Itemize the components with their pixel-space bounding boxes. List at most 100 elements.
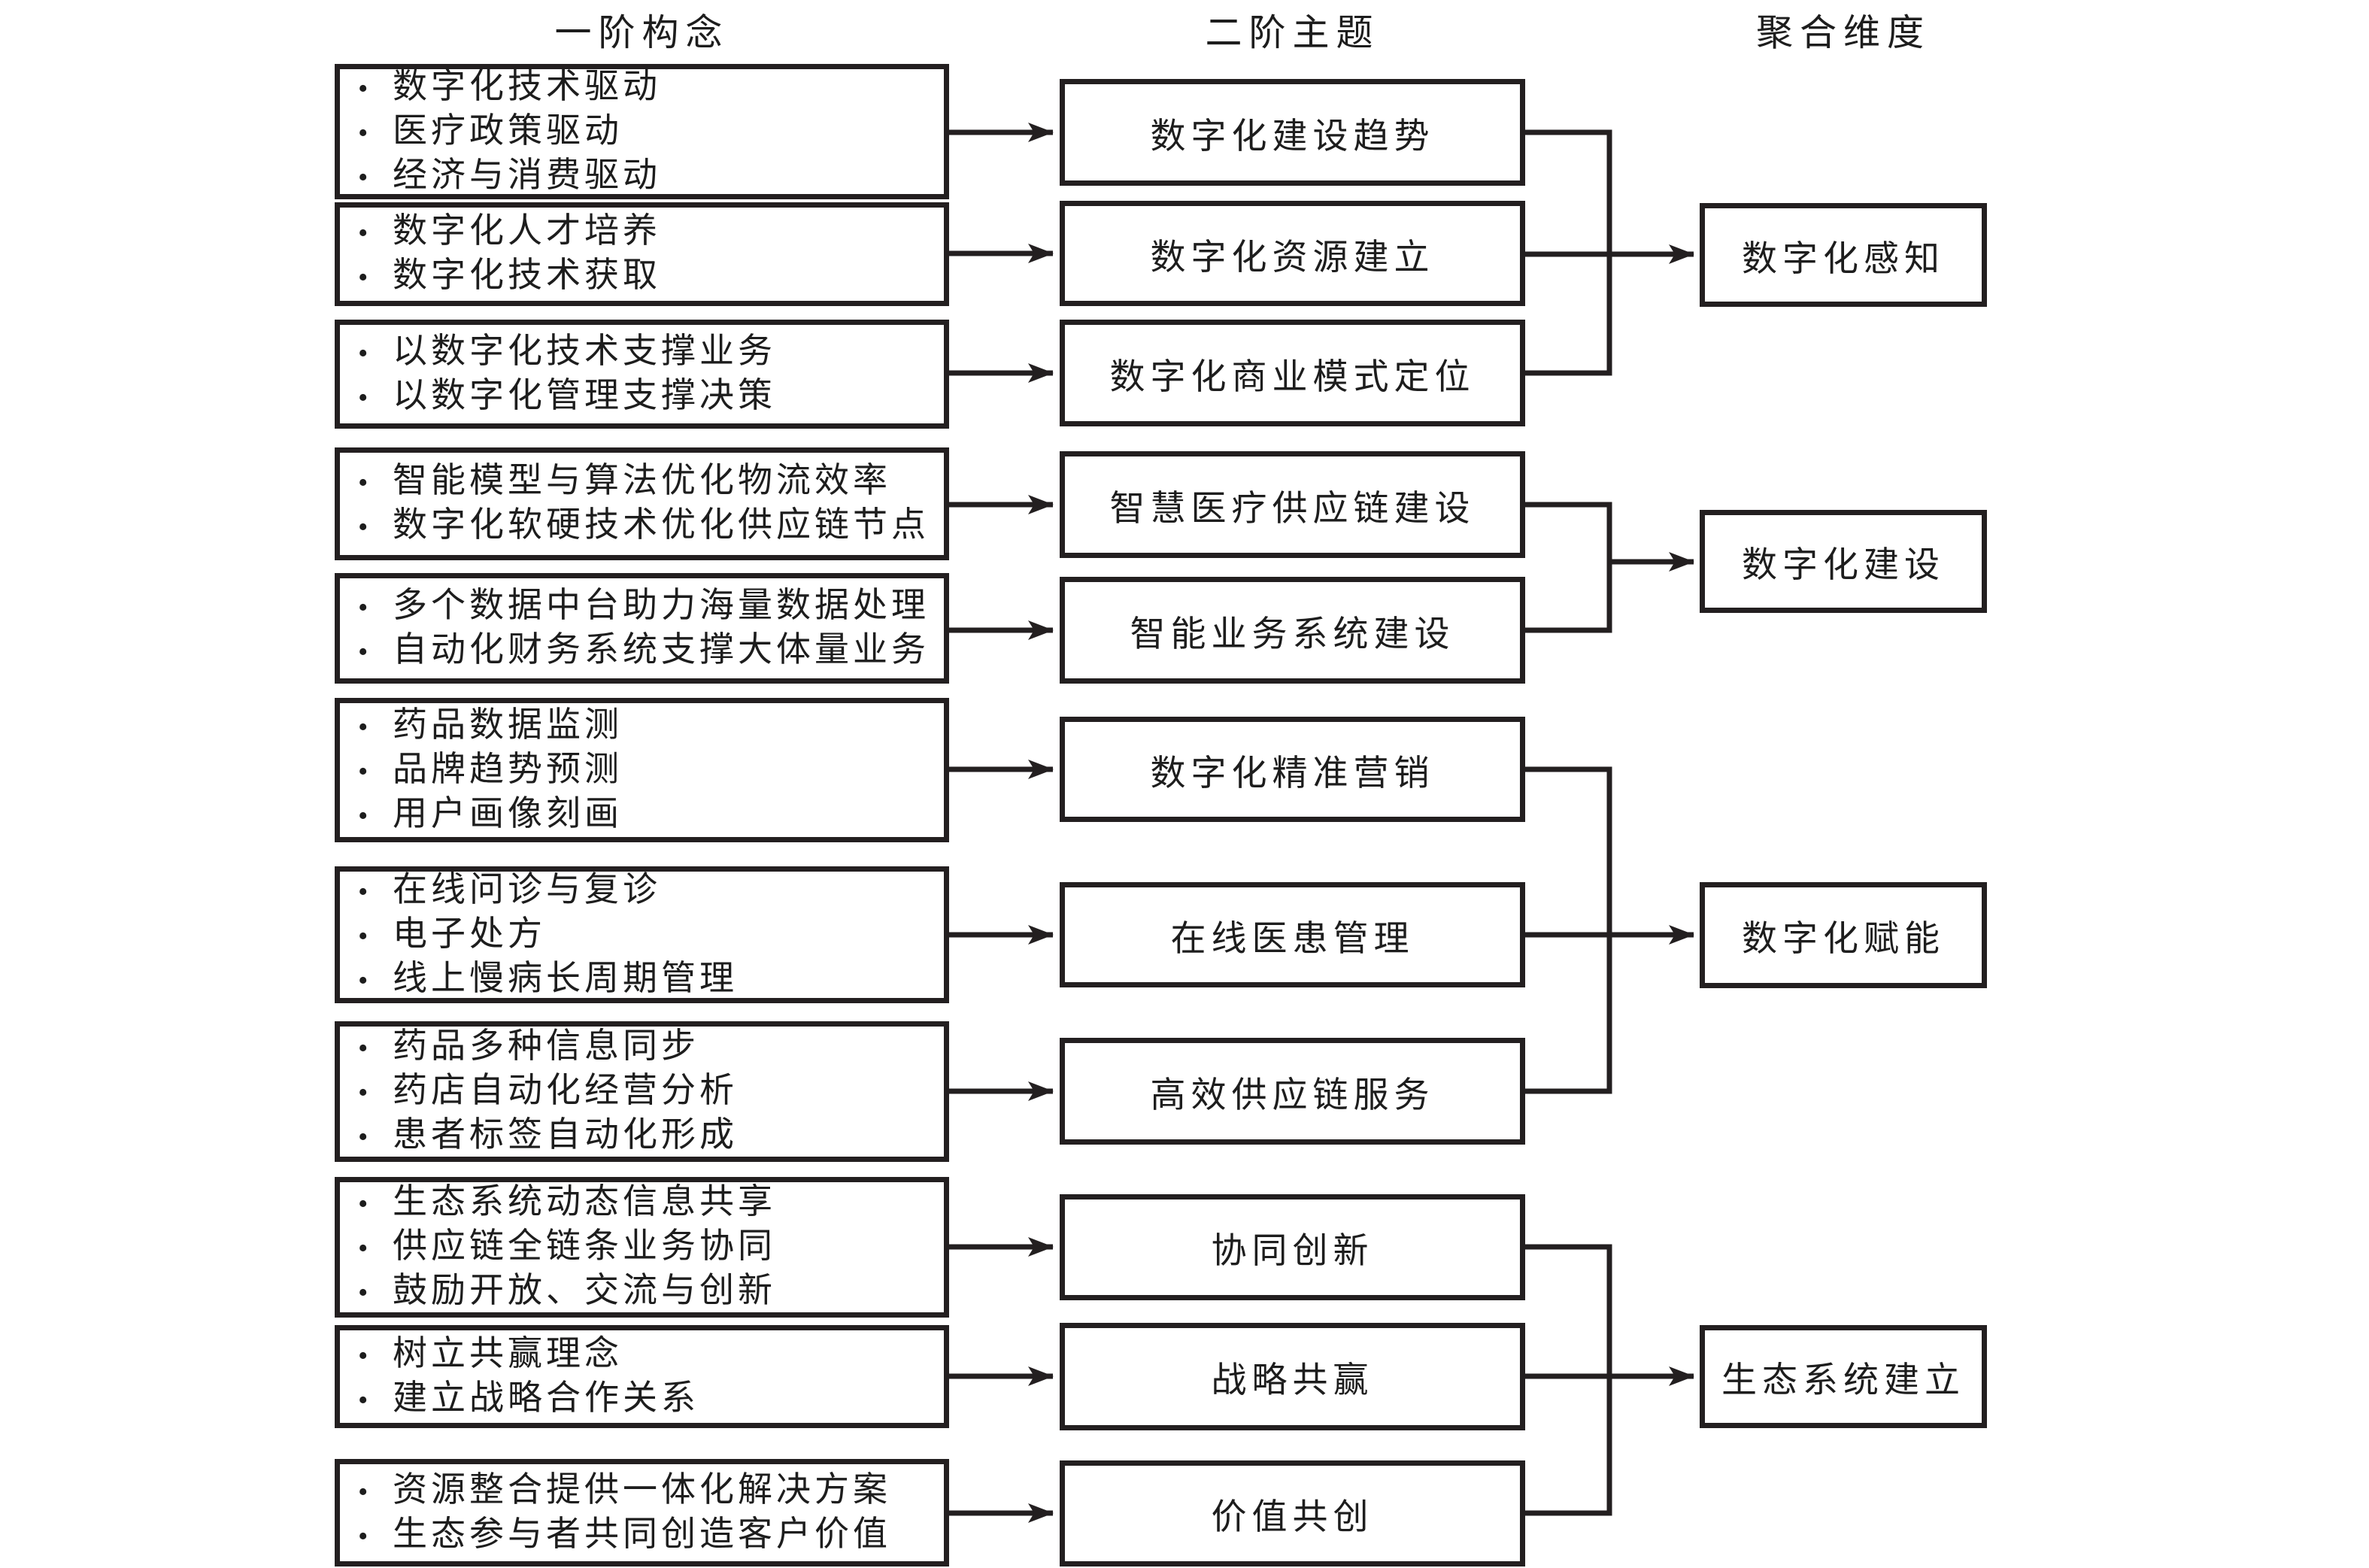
concept-text: 在线问诊与复诊 <box>393 869 661 908</box>
concept-item: • 数字化软硬技术优化供应链节点 <box>358 504 938 548</box>
concept-text: 药品数据监测 <box>393 705 623 744</box>
concept-text: 电子处方 <box>393 914 546 953</box>
concept-text: 树立共赢理念 <box>393 1333 623 1372</box>
concept-box-6: •药品数据监测 •品牌趋势预测 •用户画像刻画 <box>335 698 949 842</box>
bullet-icon: • <box>358 1339 369 1372</box>
concept-text: 数字化人才培养 <box>393 211 661 250</box>
theme-box-3: 数字化商业模式定位 <box>1060 320 1525 426</box>
theme-box-6: 数字化精准营销 <box>1060 717 1525 822</box>
concept-item: • 品牌趋势预测 <box>358 748 938 793</box>
bullet-icon: • <box>358 635 369 668</box>
bullet-icon: • <box>358 1033 369 1064</box>
bullet-icon: • <box>358 711 369 743</box>
concept-text: 经济与消费驱动 <box>393 155 661 194</box>
bullet-icon: • <box>358 1384 369 1416</box>
concept-item: • 智能模型与算法优化物流效率 <box>358 459 938 504</box>
concept-item: • 药品数据监测 <box>358 704 938 748</box>
concept-item: • 电子处方 <box>358 913 938 957</box>
bullet-icon: • <box>358 920 369 952</box>
concept-text: 自动化财务系统支撑大体量业务 <box>393 629 930 669</box>
concept-text: 数字化技术获取 <box>393 256 661 294</box>
concept-text: 医疗政策驱动 <box>393 111 623 150</box>
theme-box-7: 在线医患管理 <box>1060 882 1525 987</box>
bullet-icon: • <box>358 72 369 105</box>
concept-box-4: • 智能模型与算法优化物流效率 • 数字化软硬技术优化供应链节点 <box>335 447 949 560</box>
bullet-icon: • <box>358 467 369 499</box>
concept-item: • 数字化技术驱动 <box>358 65 938 110</box>
theme-box-8: 高效供应链服务 <box>1060 1038 1525 1145</box>
theme-label: 在线医患管理 <box>1170 919 1415 959</box>
concept-item: •医疗政策驱动 <box>358 110 938 154</box>
dimension-box-2: 数字化建设 <box>1700 510 1987 613</box>
dimension-label: 生态系统建立 <box>1721 1361 1965 1400</box>
theme-box-10: 战略共赢 <box>1060 1323 1525 1430</box>
column-header-aggregate: 聚合维度 <box>1755 12 1931 53</box>
bullet-icon: • <box>358 799 369 832</box>
concept-box-7: • 在线问诊与复诊 • 电子处方 • 线上慢病长周期管理 <box>335 866 949 1003</box>
bullet-icon: • <box>358 217 369 249</box>
bullet-icon: • <box>358 1277 369 1309</box>
concept-box-3: •以数字化技术支撑业务 •以数字化管理支撑决策 <box>335 320 949 429</box>
bullet-icon: • <box>358 1121 369 1153</box>
bullet-icon: • <box>358 964 369 996</box>
concept-text: 品牌趋势预测 <box>393 749 623 788</box>
bullet-icon: • <box>358 875 369 908</box>
theme-label: 智能业务系统建设 <box>1130 614 1455 654</box>
theme-label: 协同创新 <box>1211 1232 1374 1271</box>
bullet-icon: • <box>358 161 369 193</box>
bullet-icon: • <box>358 1077 369 1109</box>
theme-label: 数字化商业模式定位 <box>1109 357 1476 397</box>
concept-item: • 生态系统动态信息共享 <box>358 1181 938 1225</box>
concept-text: 供应链全链条业务协同 <box>393 1227 776 1265</box>
concept-item: •资源整合提供一体化解决方案 <box>358 1469 938 1513</box>
concept-item: • 以数字化管理支撑决策 <box>358 375 938 419</box>
dimension-label: 数字化赋能 <box>1742 920 1945 959</box>
bullet-icon: • <box>358 511 369 543</box>
concept-item: • 数字化技术获取 <box>358 254 938 299</box>
concept-box-1: • 数字化技术驱动 •医疗政策驱动 • 经济与消费驱动 <box>335 64 949 199</box>
concept-item: • 线上慢病长周期管理 <box>358 957 938 1002</box>
dimension-box-4: 生态系统建立 <box>1700 1325 1987 1428</box>
bullet-icon: • <box>358 591 369 623</box>
concept-text: 资源整合提供一体化解决方案 <box>393 1469 891 1509</box>
concept-item: •建立战略合作关系 <box>358 1377 938 1421</box>
concept-text: 鼓励开放、交流与创新 <box>393 1271 776 1309</box>
concept-box-11: •资源整合提供一体化解决方案 • 生态参与者共同创造客户价值 <box>335 1459 949 1566</box>
concept-text: 数字化软硬技术优化供应链节点 <box>393 505 930 544</box>
concept-text: 药店自动化经营分析 <box>393 1071 738 1109</box>
theme-label: 数字化建设趋势 <box>1150 117 1435 156</box>
bullet-icon: • <box>358 1233 369 1264</box>
concept-text: 生态系统动态信息共享 <box>393 1182 776 1221</box>
theme-label: 数字化精准营销 <box>1150 754 1435 793</box>
concept-box-2: • 数字化人才培养 • 数字化技术获取 <box>335 202 949 306</box>
bullet-icon: • <box>358 262 369 293</box>
theme-label: 智慧医疗供应链建设 <box>1109 489 1476 529</box>
theme-label: 高效供应链服务 <box>1150 1075 1435 1115</box>
concept-item: • 药店自动化经营分析 <box>358 1069 938 1114</box>
bullet-icon: • <box>358 337 369 369</box>
bullet-icon: • <box>358 381 369 414</box>
dimension-box-3: 数字化赋能 <box>1700 882 1987 988</box>
column-header-first-order: 一阶构念 <box>554 12 730 53</box>
bullet-icon: • <box>358 1520 369 1552</box>
concept-item: • 鼓励开放、交流与创新 <box>358 1269 938 1314</box>
theme-box-9: 协同创新 <box>1060 1194 1525 1300</box>
concept-text: 以数字化管理支撑决策 <box>393 375 776 414</box>
concept-text: 生态参与者共同创造客户价值 <box>393 1514 891 1553</box>
concept-item: • 生态参与者共同创造客户价值 <box>358 1513 938 1557</box>
bullet-icon: • <box>358 755 369 787</box>
concept-item: •多个数据中台助力海量数据处理 <box>358 584 938 629</box>
concept-box-9: • 生态系统动态信息共享 • 供应链全链条业务协同 • 鼓励开放、交流与创新 <box>335 1177 949 1318</box>
concept-text: 数字化技术驱动 <box>393 66 661 105</box>
concept-text: 线上慢病长周期管理 <box>393 958 738 997</box>
theme-box-4: 智慧医疗供应链建设 <box>1060 451 1525 558</box>
concept-text: 智能模型与算法优化物流效率 <box>393 461 891 499</box>
bullet-icon: • <box>358 1188 369 1220</box>
theme-label: 数字化资源建立 <box>1150 238 1435 278</box>
dimension-label: 数字化建设 <box>1742 546 1945 585</box>
concept-text: 患者标签自动化形成 <box>393 1115 738 1154</box>
concept-box-10: • 树立共赢理念 •建立战略合作关系 <box>335 1325 949 1428</box>
concept-item: • 患者标签自动化形成 <box>358 1114 938 1158</box>
